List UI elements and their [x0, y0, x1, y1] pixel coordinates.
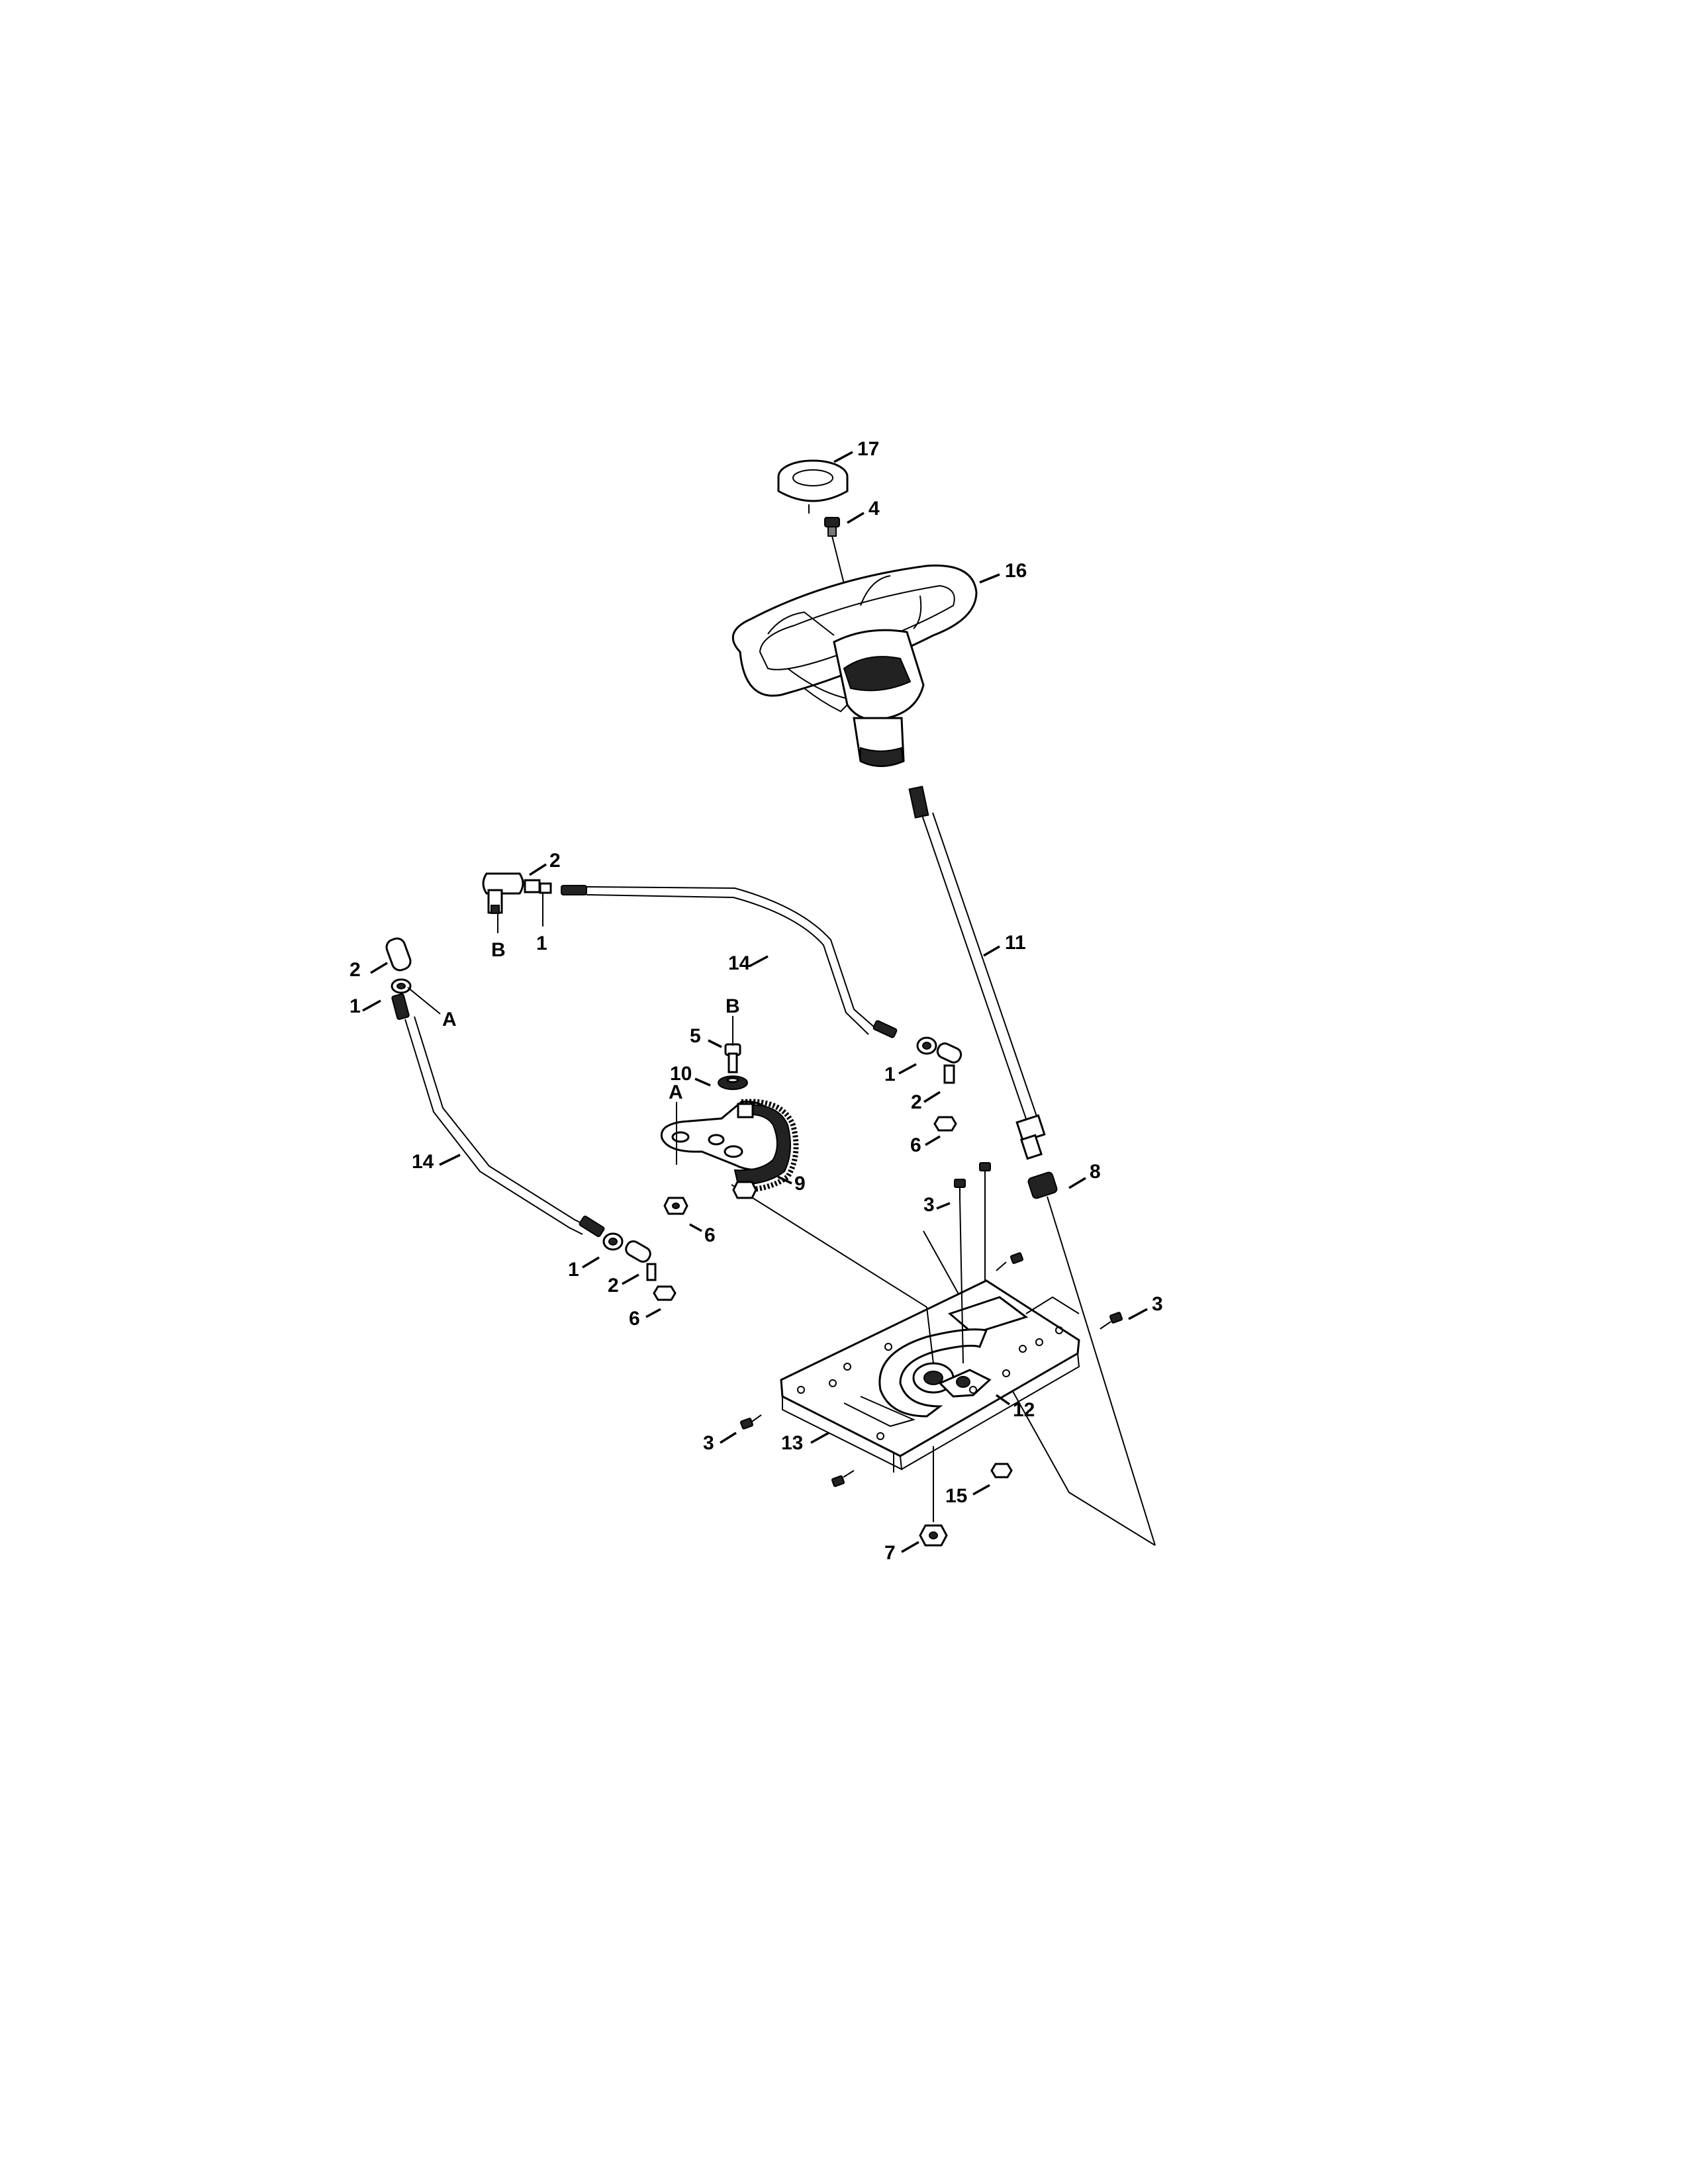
label-3-left: 3 [703, 1432, 714, 1454]
bolt-3-leader [959, 1197, 964, 1364]
label-2-left: 2 [350, 959, 361, 981]
label-6-sector: 6 [704, 1224, 716, 1246]
callout-labels: 17 4 16 11 2 1 B 14 2 1 A 14 5 B 10 A 9 … [350, 438, 1163, 1564]
bolt-3-plate-top [996, 1252, 1024, 1271]
nut-15-part [990, 1463, 1013, 1479]
nut-6-sector [663, 1197, 688, 1215]
label-13: 13 [781, 1432, 803, 1454]
nut-6-sector-right [732, 1181, 757, 1199]
plate-link-line [926, 1306, 934, 1364]
steering-shaft-part [908, 786, 1046, 1160]
pinion-centerline [1047, 1196, 1156, 1546]
drag-link-left [385, 937, 605, 1238]
tie-rod-end-right [916, 1036, 962, 1132]
label-1-left: 1 [350, 995, 361, 1017]
label-17: 17 [857, 438, 879, 460]
label-15: 15 [945, 1485, 967, 1507]
drag-link-upper [561, 885, 898, 1038]
label-2-top: 2 [549, 850, 561, 872]
label-10: 10 [670, 1063, 692, 1085]
bolt-3-plate-bottom [831, 1470, 855, 1487]
label-8: 8 [1090, 1161, 1101, 1183]
leader-lines [362, 451, 1148, 1553]
label-4: 4 [868, 498, 880, 520]
label-12: 12 [1013, 1399, 1035, 1421]
label-6-right: 6 [910, 1134, 921, 1156]
label-16: 16 [1005, 560, 1027, 582]
label-2-right: 2 [911, 1091, 922, 1113]
sector-link-line [731, 1184, 927, 1308]
label-b-left: B [491, 939, 506, 961]
label-14-top: 14 [728, 952, 751, 974]
nut-7-part [919, 1524, 948, 1547]
label-1-bottom: 1 [568, 1259, 579, 1281]
steering-wheel-part [731, 565, 978, 767]
label-9: 9 [794, 1173, 806, 1195]
label-a-sector: A [669, 1081, 683, 1103]
label-b-sector: B [726, 995, 740, 1017]
bolt-part [824, 517, 840, 537]
label-a-left: A [442, 1009, 457, 1030]
label-1-top: 1 [536, 933, 547, 954]
steering-cap-part [777, 459, 849, 514]
label-11: 11 [1005, 932, 1026, 954]
label-3-right: 3 [1152, 1293, 1163, 1315]
label-14-left: 14 [412, 1151, 434, 1173]
bolt-3-plate-right [1100, 1312, 1123, 1330]
tie-rod-end-bottom [602, 1232, 677, 1301]
steering-sector-part [660, 1043, 799, 1193]
ball-joint-b-upper [482, 872, 552, 914]
steering-plate-part [780, 1279, 1080, 1473]
label-1-right: 1 [884, 1064, 896, 1085]
label-6-bottom: 6 [629, 1308, 640, 1330]
pinion-gear-part [1027, 1171, 1058, 1199]
label-7: 7 [884, 1542, 896, 1564]
label-2-bottom: 2 [608, 1275, 619, 1297]
label-5: 5 [690, 1025, 701, 1047]
bolt-3-plate-left [739, 1414, 762, 1430]
label-3-upper: 3 [923, 1194, 935, 1216]
